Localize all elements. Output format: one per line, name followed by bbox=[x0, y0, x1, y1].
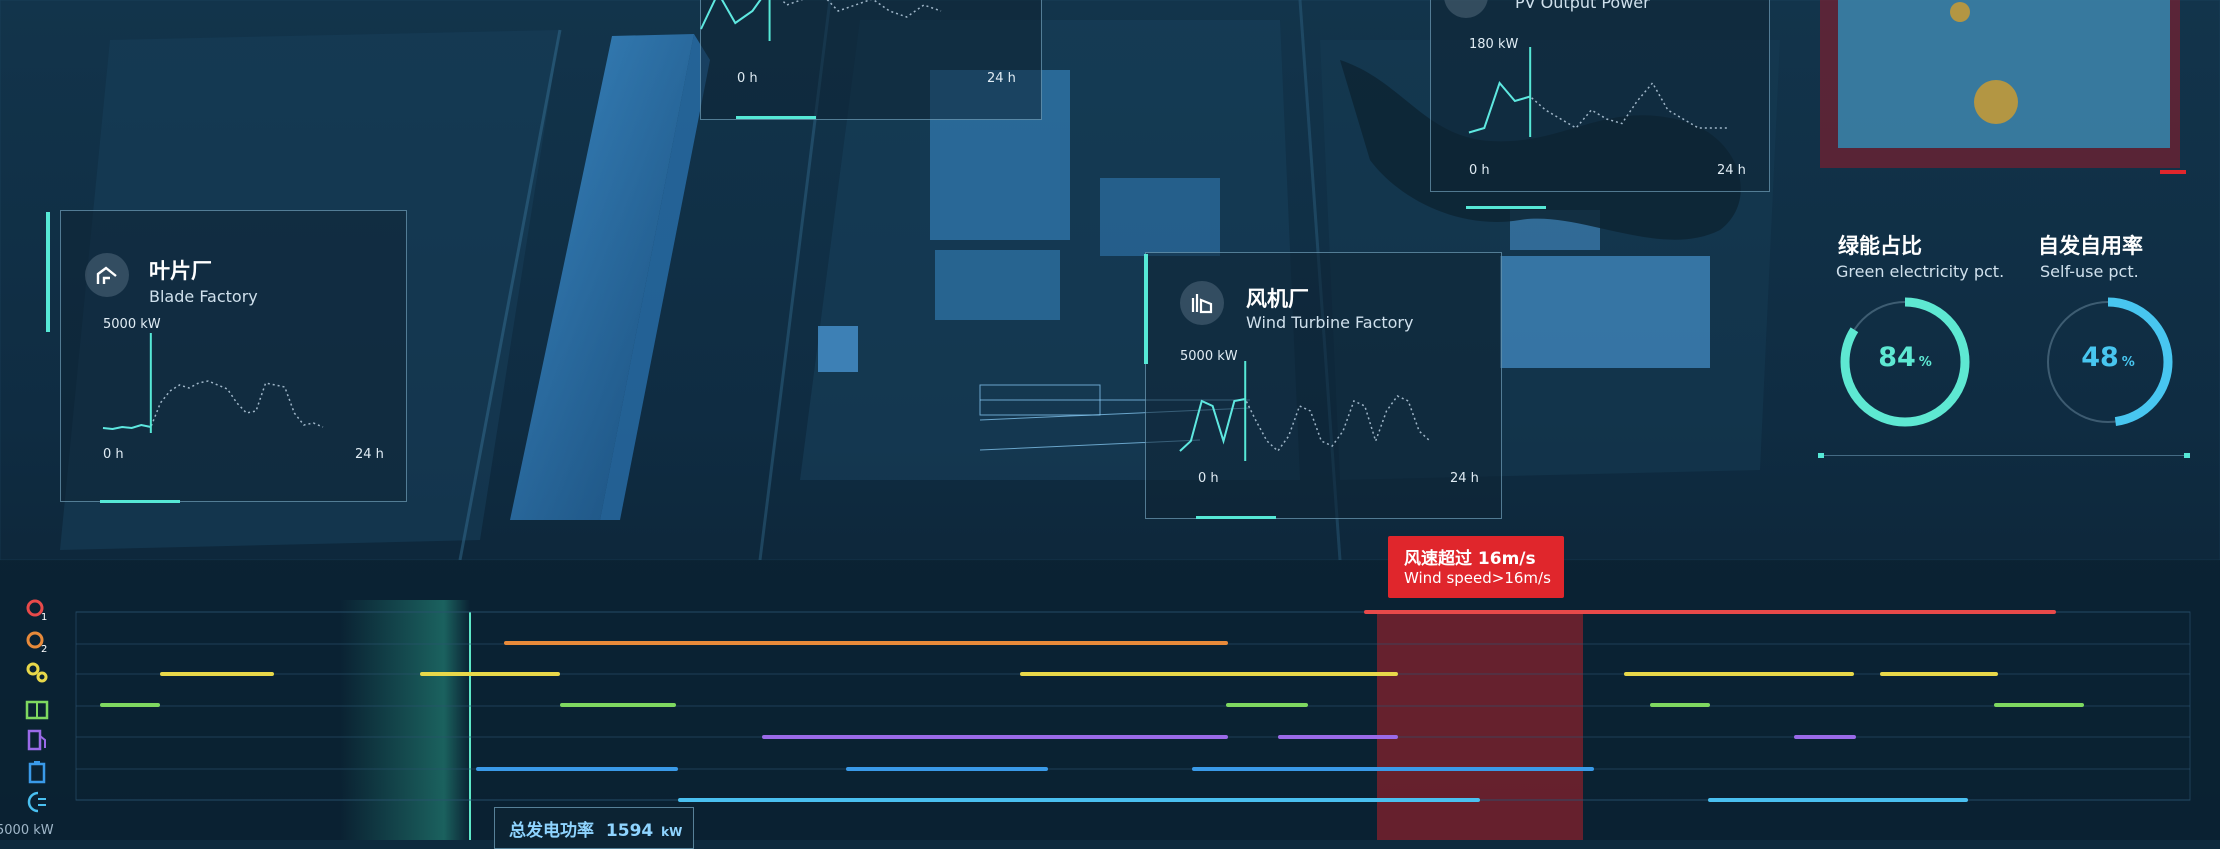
blade-card-accent bbox=[46, 212, 50, 332]
green-pct-title-cn: 绿能占比 bbox=[1838, 234, 1922, 258]
ring-fill bbox=[1840, 297, 1970, 427]
gear-1-icon[interactable]: 1 bbox=[24, 597, 50, 621]
pv-icon bbox=[1444, 0, 1488, 18]
sparkline-actual bbox=[102, 423, 152, 431]
wind-speed-alert[interactable]: 风速超过 16m/s Wind speed>16m/s bbox=[1388, 536, 1564, 598]
charging-panel-icon[interactable] bbox=[24, 698, 50, 722]
blade-x-end: 24 h bbox=[355, 447, 384, 462]
alert-text-cn: 风速超过 16m/s bbox=[1404, 549, 1536, 569]
self-use-title-cn: 自发自用率 bbox=[2038, 234, 2143, 258]
pv-max-label: 180 kW bbox=[1469, 37, 1519, 52]
blade-x-start: 0 h bbox=[103, 447, 124, 462]
sparkline-actual bbox=[1179, 398, 1246, 452]
wind-x-end: 24 h bbox=[1450, 471, 1479, 486]
wind-turbine-factory-icon bbox=[1180, 281, 1224, 325]
gear-2-icon[interactable]: 2 bbox=[24, 629, 50, 653]
total-power-box: 总发电功率 1594 kW bbox=[494, 807, 694, 849]
blade-factory-title-cn: 叶片厂 bbox=[149, 259, 212, 283]
wind-card-accent-bottom bbox=[1196, 516, 1276, 519]
wind-factory-title-en: Wind Turbine Factory bbox=[1246, 313, 1414, 332]
gears-icon[interactable] bbox=[24, 660, 50, 684]
sparkline-forecast bbox=[102, 380, 324, 430]
sparkline-forecast bbox=[1468, 81, 1729, 134]
sparkline-actual bbox=[700, 0, 762, 30]
green-pct-ring bbox=[1840, 297, 1970, 427]
blade-sparkline bbox=[102, 333, 324, 433]
fuel-pump-icon[interactable] bbox=[24, 728, 50, 752]
svg-text:2: 2 bbox=[41, 644, 47, 653]
wind-max-label: 5000 kW bbox=[1180, 349, 1238, 364]
green-pct-title-en: Green electricity pct. bbox=[1836, 262, 2005, 281]
pv-card-title: PV Output Power bbox=[1515, 0, 1650, 12]
top-card-accent bbox=[736, 116, 816, 119]
blade-card-accent-bottom bbox=[100, 500, 180, 503]
wind-sparkline bbox=[1179, 361, 1431, 461]
metrics-divider-dot-right bbox=[2184, 453, 2190, 458]
alert-text-en: Wind speed>16m/s bbox=[1404, 569, 1551, 587]
pv-x-end: 24 h bbox=[1717, 163, 1746, 178]
metrics-divider bbox=[1820, 455, 2190, 456]
sparkline-actual bbox=[1468, 81, 1531, 134]
top-x-start: 0 h bbox=[737, 71, 758, 86]
total-power-label: 总发电功率 1594 kW bbox=[509, 821, 683, 841]
self-use-title-en: Self-use pct. bbox=[2040, 262, 2139, 281]
wind-factory-title-cn: 风机厂 bbox=[1246, 287, 1309, 311]
timeline-y-label: 5000 kW bbox=[0, 823, 54, 838]
wind-turbine-factory-card: 风机厂 Wind Turbine Factory 5000 kW 0 h 24 … bbox=[1145, 252, 1502, 519]
pv-card-accent bbox=[1466, 206, 1546, 209]
pv-output-card: PV Output Power 180 kW 0 h 24 h bbox=[1430, 0, 1770, 192]
blade-max-label: 5000 kW bbox=[103, 317, 161, 332]
power-plug-icon[interactable] bbox=[24, 790, 50, 814]
wind-card-accent bbox=[1144, 254, 1148, 364]
blade-factory-icon bbox=[85, 253, 129, 297]
blade-factory-card: 叶片厂 Blade Factory 5000 kW 0 h 24 h bbox=[60, 210, 407, 502]
battery-icon[interactable] bbox=[24, 760, 50, 784]
pv-x-start: 0 h bbox=[1469, 163, 1490, 178]
svg-text:1: 1 bbox=[41, 612, 47, 621]
sparkline-forecast bbox=[1179, 395, 1431, 453]
green-pct-value: 84% bbox=[1878, 342, 1932, 373]
pv-sparkline bbox=[1468, 47, 1729, 137]
self-use-value: 48% bbox=[2081, 342, 2135, 373]
ring-fill bbox=[2043, 297, 2173, 427]
top-power-card: 0 h 24 h bbox=[700, 0, 1042, 120]
blade-factory-title-en: Blade Factory bbox=[149, 287, 258, 306]
top-x-end: 24 h bbox=[987, 71, 1016, 86]
wind-x-start: 0 h bbox=[1198, 471, 1219, 486]
self-use-ring bbox=[2043, 297, 2173, 427]
top-power-sparkline bbox=[700, 0, 942, 41]
metrics-divider-dot-left bbox=[1818, 453, 1824, 458]
